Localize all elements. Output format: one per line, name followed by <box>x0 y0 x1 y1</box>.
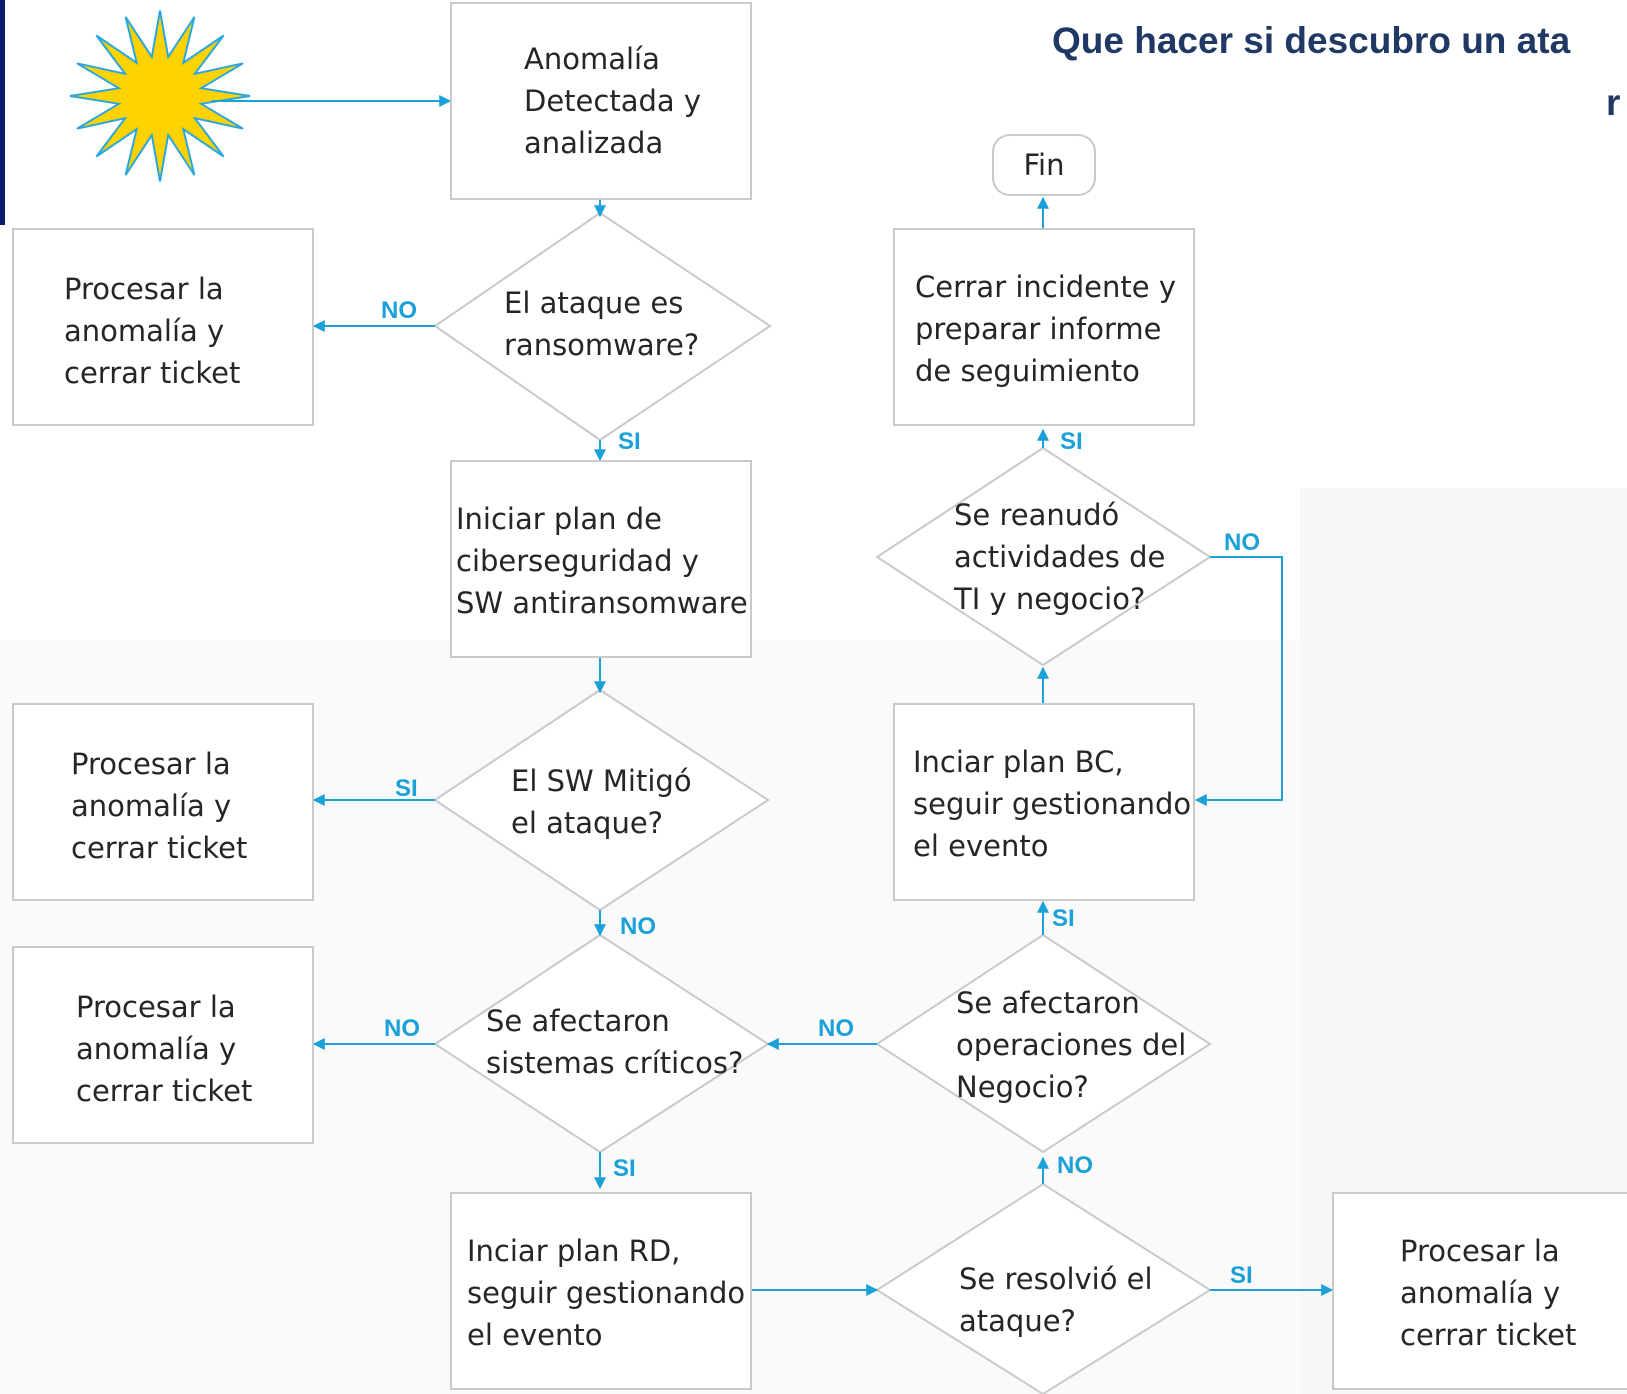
sun-burst-icon <box>69 10 251 182</box>
label-ransom-no: NO <box>381 297 417 324</box>
label-resolved-si: SI <box>1230 1262 1253 1289</box>
process-text-1: Procesar la anomalía y cerrar ticket <box>64 272 241 390</box>
anomaly-text: Anomalía Detectada y analizada <box>524 42 702 160</box>
fin-terminal: Fin <box>992 134 1096 196</box>
close-incident-text: Cerrar incidente y preparar informe de s… <box>915 270 1176 388</box>
close-incident-box: Cerrar incidente y preparar informe de s… <box>893 228 1195 426</box>
label-business-si: SI <box>1052 905 1075 932</box>
anomaly-box: Anomalía Detectada y analizada <box>450 2 752 200</box>
plan-bc-box: Inciar plan BC, seguir gestionando el ev… <box>893 703 1195 901</box>
critical-question: Se afectaron sistemas críticos? <box>486 1004 744 1080</box>
label-critical-si: SI <box>613 1155 636 1182</box>
label-resolved-no: NO <box>1057 1152 1093 1179</box>
mitigated-question: El SW Mitigó el ataque? <box>511 764 692 840</box>
process-text-4: Procesar la anomalía y cerrar ticket <box>1400 1234 1577 1352</box>
plan-rd-box: Inciar plan RD, seguir gestionando el ev… <box>450 1192 752 1390</box>
label-ransom-si: SI <box>618 428 641 455</box>
start-plan-text: Iniciar plan de ciberseguridad y SW anti… <box>456 502 748 620</box>
resumed-question: Se reanudó actividades de TI y negocio? <box>954 498 1166 616</box>
plan-bc-text: Inciar plan BC, seguir gestionando el ev… <box>913 745 1192 863</box>
slide-title-line: r <box>1606 82 1621 123</box>
process-text-2: Procesar la anomalía y cerrar ticket <box>71 747 248 865</box>
process-box-4: Procesar la anomalía y cerrar ticket <box>1332 1192 1627 1390</box>
label-mitigated-si: SI <box>395 775 418 802</box>
slide-title-line: Que hacer si descubro un ata <box>1052 20 1571 61</box>
process-box-2: Procesar la anomalía y cerrar ticket <box>12 703 314 901</box>
label-business-no: NO <box>818 1015 854 1042</box>
slide-accent-bar <box>0 0 5 225</box>
decision-diamond-resolved <box>875 1182 1212 1394</box>
process-box-3: Procesar la anomalía y cerrar ticket <box>12 946 314 1144</box>
label-resumed-no: NO <box>1224 529 1260 556</box>
resolved-question: Se resolvió el ataque? <box>959 1262 1153 1338</box>
decision-diamond-business <box>875 933 1212 1154</box>
plan-rd-text: Inciar plan RD, seguir gestionando el ev… <box>467 1234 746 1352</box>
connectors <box>212 95 1334 1296</box>
process-box-1: Procesar la anomalía y cerrar ticket <box>12 228 314 426</box>
start-plan-box: Iniciar plan de ciberseguridad y SW anti… <box>450 460 752 658</box>
label-mitigated-no: NO <box>620 913 656 940</box>
decision-diamond-resumed <box>875 446 1212 667</box>
arrow-resumed-no <box>1194 556 1283 806</box>
ransomware-question: El ataque es ransomware? <box>504 286 700 362</box>
label-critical-no: NO <box>384 1015 420 1042</box>
label-resumed-si: SI <box>1060 428 1083 455</box>
business-question: Se afectaron operaciones del Negocio? <box>956 986 1187 1104</box>
slide-title: Que hacer si descubro un ata r <box>1052 10 1627 134</box>
process-text-3: Procesar la anomalía y cerrar ticket <box>76 990 253 1108</box>
